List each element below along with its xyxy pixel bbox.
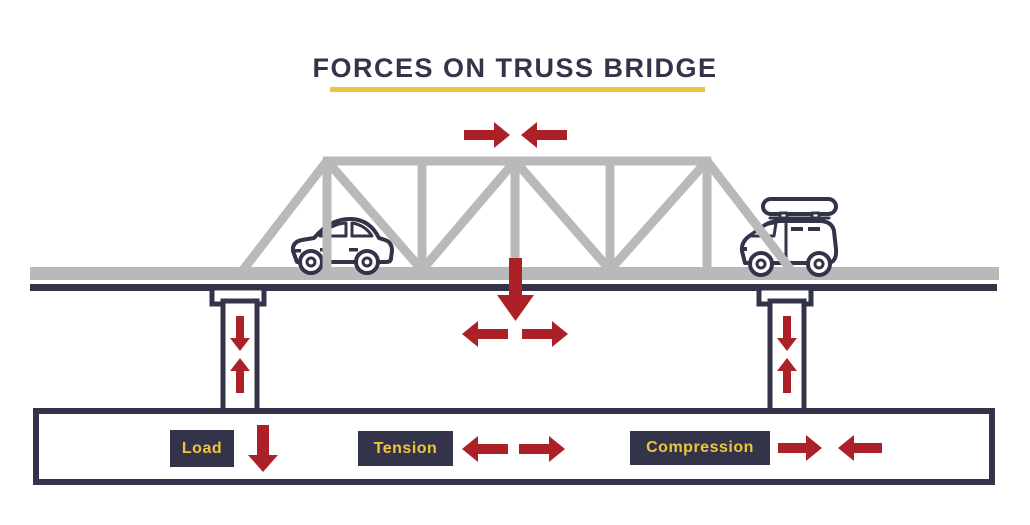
truss-end-post-left (239, 158, 331, 273)
arrow-left-icon (462, 321, 508, 347)
arrow-right-icon (778, 435, 822, 461)
suv-window-dash (808, 227, 820, 231)
legend-load-arrow-icon (248, 425, 278, 472)
truss-end-post-right (703, 158, 795, 273)
truss-diagonal (323, 158, 426, 273)
truss-diagonal (511, 158, 614, 273)
car-wheel-hub (361, 256, 373, 268)
deck-tension-arrows (462, 321, 568, 347)
page-title: FORCES ON TRUSS BRIDGE (312, 53, 718, 83)
load-arrow-down-icon (497, 258, 534, 321)
legend-tension-arrows-icon (462, 436, 565, 462)
arrow-left-icon (462, 436, 508, 462)
suv-headlight (742, 247, 747, 251)
right-pier-compression-arrows (777, 316, 797, 393)
car-rear-window (350, 221, 374, 238)
car-headlight (295, 249, 301, 253)
arrow-right-icon (519, 436, 565, 462)
left-pier-compression-arrows (230, 316, 250, 393)
legend-compression-arrows-icon (778, 435, 882, 461)
truss-diagonal (606, 158, 711, 273)
legend-label-load: Load (170, 430, 234, 467)
arrow-up-icon (230, 358, 250, 393)
top-chord-compression-arrows (464, 122, 567, 148)
car-icon (290, 216, 394, 275)
car-wheel-hub (305, 256, 317, 268)
arrow-down-icon (777, 316, 797, 351)
arrow-left-icon (521, 122, 567, 148)
legend-label-compression: Compression (630, 431, 770, 465)
arrow-up-icon (777, 358, 797, 393)
truss-diagonal (418, 158, 519, 273)
truss-structure (239, 156, 795, 273)
legend-label-tension: Tension (358, 431, 453, 466)
arrow-right-icon (522, 321, 568, 347)
arrow-left-icon (838, 435, 882, 461)
suv-wheel-hub (813, 258, 825, 270)
arrow-right-icon (464, 122, 510, 148)
suv-roof-cargo-box (761, 197, 838, 216)
suv-wheel-hub (755, 258, 767, 270)
car-door-handle (349, 248, 358, 252)
title-underline (330, 87, 705, 92)
arrow-down-icon (230, 316, 250, 351)
suv-window-dash (791, 227, 803, 231)
